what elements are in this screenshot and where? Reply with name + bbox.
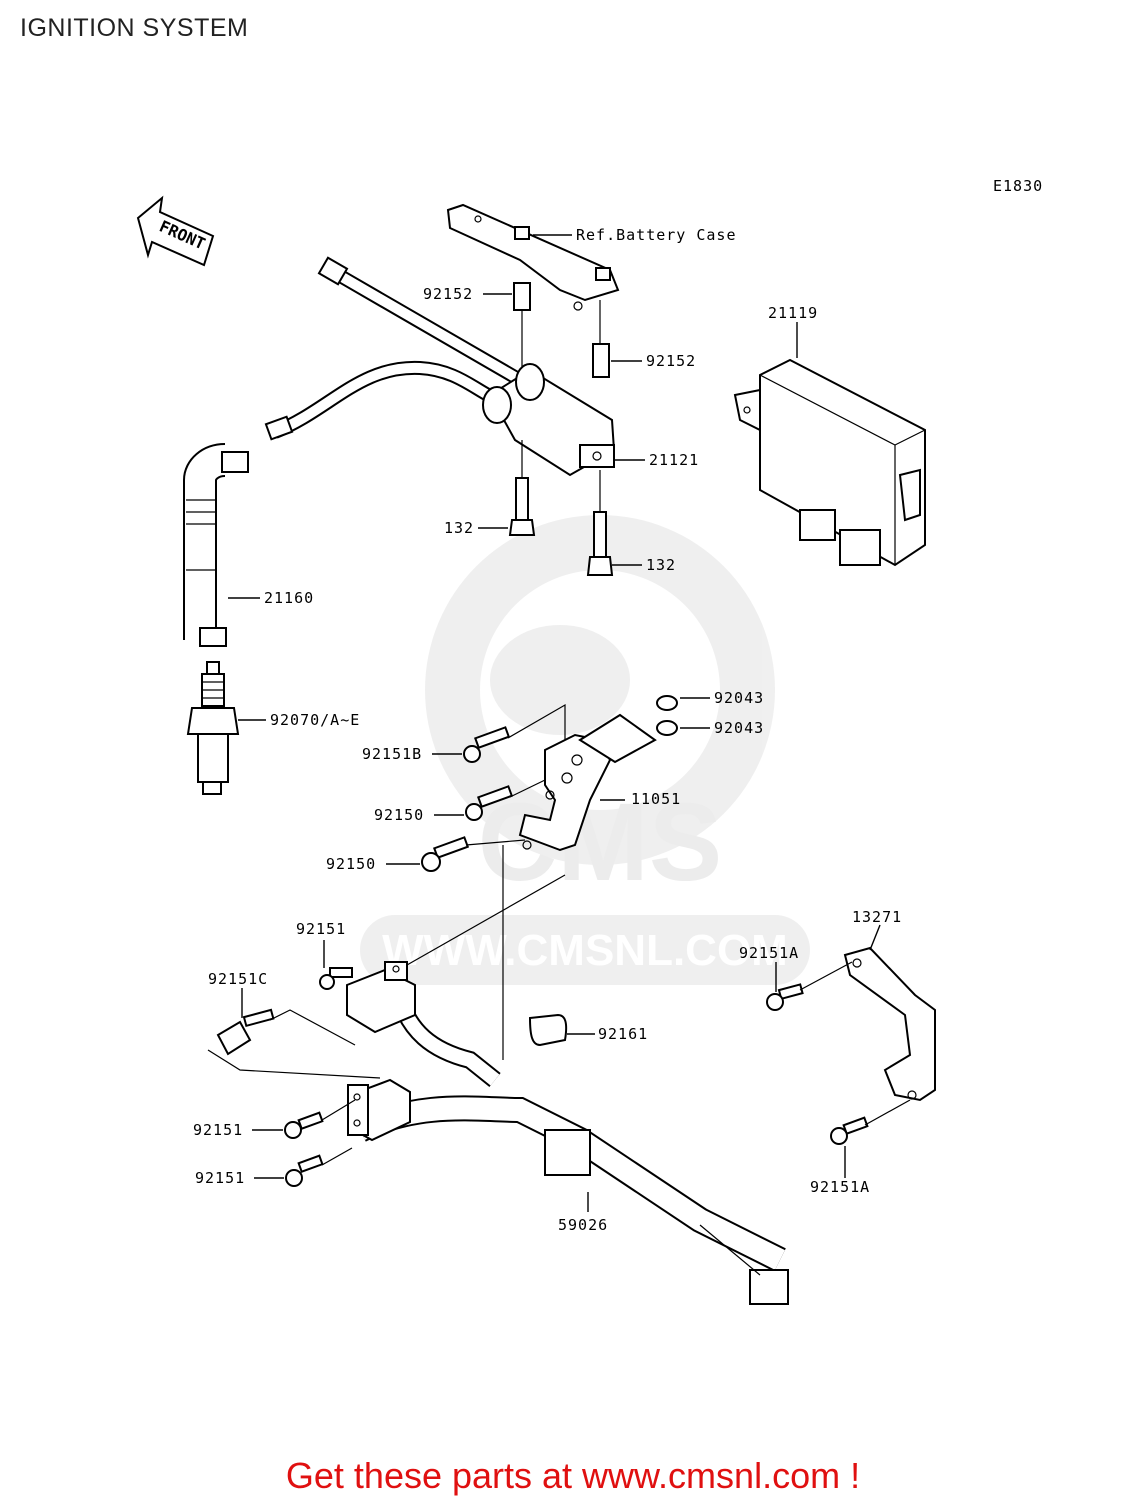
callout-21121[interactable]: 21121 xyxy=(649,451,699,469)
footer-cta-link[interactable]: Get these parts at www.cmsnl.com ! xyxy=(285,1455,861,1496)
pickup-coil-lower[interactable] xyxy=(347,1078,411,1142)
bolt-92151-mid[interactable] xyxy=(284,1111,324,1139)
bracket-11051[interactable] xyxy=(518,713,657,852)
bolt-132-right[interactable] xyxy=(586,511,614,576)
wiring-harness-59026[interactable] xyxy=(354,996,789,1305)
diagram-code: E1830 xyxy=(993,177,1043,195)
collar-92152-lower[interactable] xyxy=(592,343,610,378)
callout-92043-a[interactable]: 92043 xyxy=(714,689,764,707)
callout-92043-b[interactable]: 92043 xyxy=(714,719,764,737)
igniter-21119[interactable] xyxy=(733,358,926,567)
bolt-92151a-top[interactable] xyxy=(766,983,804,1011)
callout-92150-a[interactable]: 92150 xyxy=(374,806,424,824)
bolt-92151b[interactable] xyxy=(463,726,511,763)
svg-text:CMS: CMS xyxy=(478,781,722,904)
callout-92161[interactable]: 92161 xyxy=(598,1025,648,1043)
bolt-92151-top[interactable] xyxy=(319,967,353,990)
callout-92151c[interactable]: 92151C xyxy=(208,970,268,988)
callout-11051[interactable]: 11051 xyxy=(631,790,681,808)
bolt-132-left[interactable] xyxy=(508,477,536,536)
callout-132-a[interactable]: 132 xyxy=(444,519,474,537)
watermark: CMS WWW.CMSNL.COM xyxy=(360,515,810,985)
page-title: IGNITION SYSTEM xyxy=(20,14,249,42)
plug-cap-21160[interactable] xyxy=(183,443,249,647)
pickup-coil-upper[interactable] xyxy=(346,961,416,1034)
cap-92043-b[interactable] xyxy=(656,720,678,736)
callout-132-b[interactable]: 132 xyxy=(646,556,676,574)
callout-92151a-top[interactable]: 92151A xyxy=(739,944,799,962)
callout-92070[interactable]: 92070/A~E xyxy=(270,711,360,729)
cover-13271[interactable] xyxy=(843,946,936,1102)
watermark-text: WWW.CMSNL.COM xyxy=(382,926,788,975)
collar-92152-upper[interactable] xyxy=(513,282,531,311)
bolt-92151a-bot[interactable] xyxy=(830,1116,869,1145)
callout-92150-b[interactable]: 92150 xyxy=(326,855,376,873)
bolt-92151-bot[interactable] xyxy=(285,1154,324,1187)
ignition-coil-21121[interactable] xyxy=(264,256,616,477)
callout-ref-battery-case[interactable]: Ref.Battery Case xyxy=(576,226,737,244)
callout-92151-mid[interactable]: 92151 xyxy=(193,1121,243,1139)
bolt-92150-upper[interactable] xyxy=(465,785,514,821)
callout-92151b[interactable]: 92151B xyxy=(362,745,422,763)
battery-case-bracket xyxy=(446,203,620,311)
callout-92152-a[interactable]: 92152 xyxy=(423,285,473,303)
callout-92151a-bot[interactable]: 92151A xyxy=(810,1178,870,1196)
pad-92161[interactable] xyxy=(528,1013,568,1047)
callout-92152-b[interactable]: 92152 xyxy=(646,352,696,370)
bolt-92150-lower[interactable] xyxy=(421,836,470,872)
callout-13271[interactable]: 13271 xyxy=(852,908,902,926)
callout-21160[interactable]: 21160 xyxy=(264,589,314,607)
cap-92043-a[interactable] xyxy=(656,695,678,711)
callout-92151-top[interactable]: 92151 xyxy=(296,920,346,938)
bolt-92151c[interactable] xyxy=(216,1008,275,1056)
spark-plug-92070[interactable] xyxy=(186,661,240,795)
callout-92151-bot[interactable]: 92151 xyxy=(195,1169,245,1187)
callout-59026[interactable]: 59026 xyxy=(558,1216,608,1234)
callout-21119[interactable]: 21119 xyxy=(768,304,818,322)
front-arrow-icon: FRONT xyxy=(136,195,215,267)
